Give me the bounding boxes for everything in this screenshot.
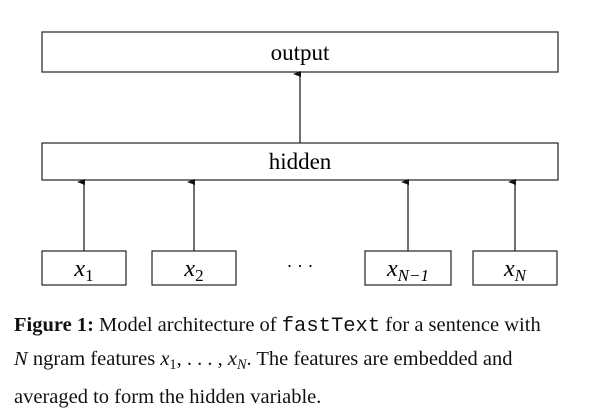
architecture-diagram: output hidden x1 x2 xN−1 xN · · · xyxy=(41,31,559,286)
caption-math: N xyxy=(14,348,28,370)
caption-line-1: Figure 1: Model architecture of fastText… xyxy=(14,309,594,343)
caption-math: x xyxy=(227,348,237,370)
output-box xyxy=(41,31,559,73)
input-label: xN−1 xyxy=(386,256,429,285)
caption-line-3: averaged to form the hidden variable. xyxy=(14,386,322,408)
input-box xyxy=(151,250,237,286)
caption-line-2: N ngram features x1, . . . , xN. The fea… xyxy=(14,343,594,381)
caption-math-sub: N xyxy=(236,357,247,373)
caption-math: , . . . , xyxy=(176,348,228,370)
hidden-box xyxy=(41,142,559,181)
input-label: xN xyxy=(503,256,528,285)
caption-math-sub: 1 xyxy=(169,357,177,373)
figure-caption: Figure 1: Model architecture of fastText… xyxy=(14,309,594,413)
input-box xyxy=(364,250,452,286)
input-label: x2 xyxy=(183,256,203,285)
input-box xyxy=(472,250,558,286)
caption-text: . The features are embedded and xyxy=(246,348,513,370)
hidden-label: hidden xyxy=(269,149,332,174)
input-box xyxy=(41,250,127,286)
ellipsis: · · · xyxy=(287,256,314,276)
output-label: output xyxy=(271,40,330,65)
caption-code: fastText xyxy=(281,315,381,338)
caption-text: for a sentence with xyxy=(380,314,541,336)
input-label: x1 xyxy=(73,256,93,285)
caption-text: ngram features xyxy=(27,348,161,370)
caption-text: Model architecture of xyxy=(93,314,282,336)
caption-label: Figure 1: xyxy=(14,314,94,336)
caption-math: x xyxy=(160,348,170,370)
